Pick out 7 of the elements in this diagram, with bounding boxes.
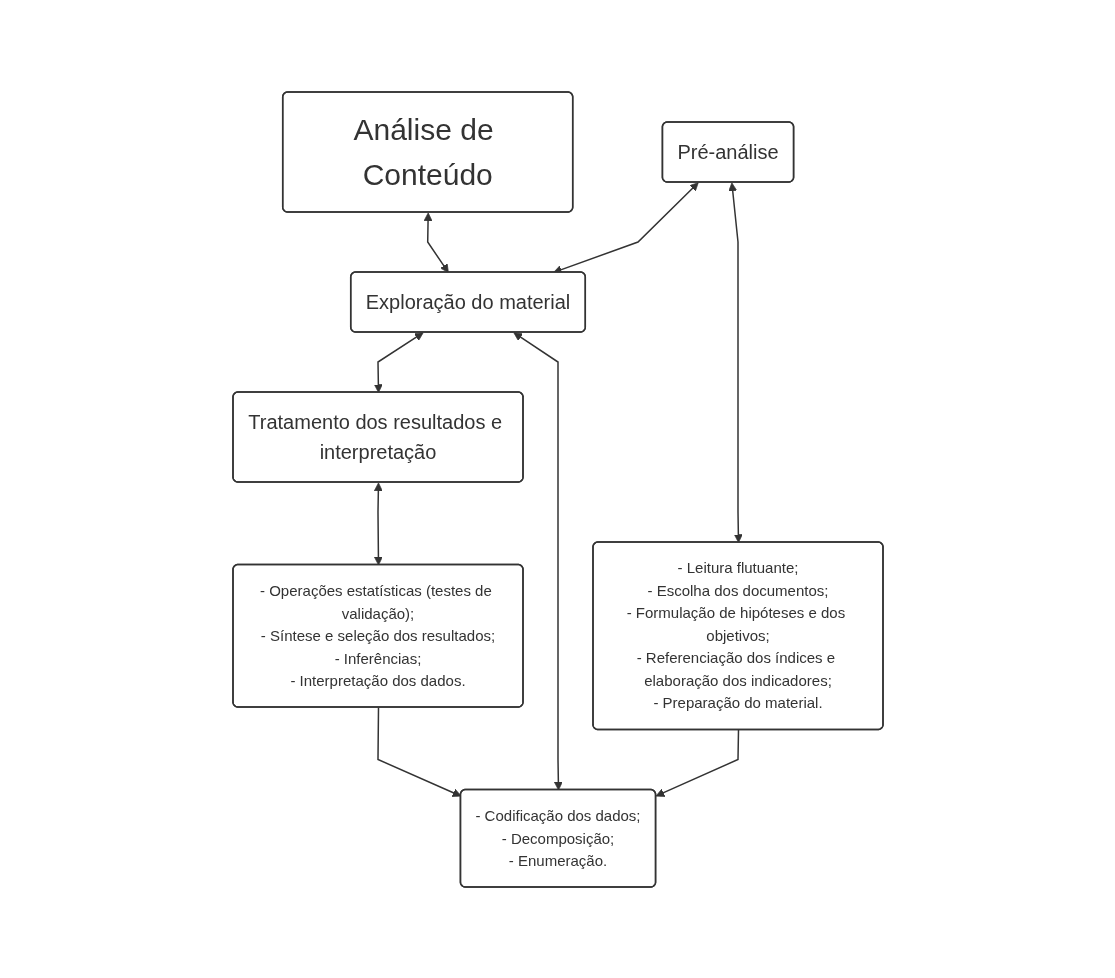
arrow (423, 212, 449, 273)
arrow (376, 706, 461, 797)
arrow (512, 331, 563, 790)
arrow (727, 182, 743, 543)
arrow (373, 331, 424, 393)
arrow (655, 728, 739, 797)
arrow (373, 482, 383, 565)
